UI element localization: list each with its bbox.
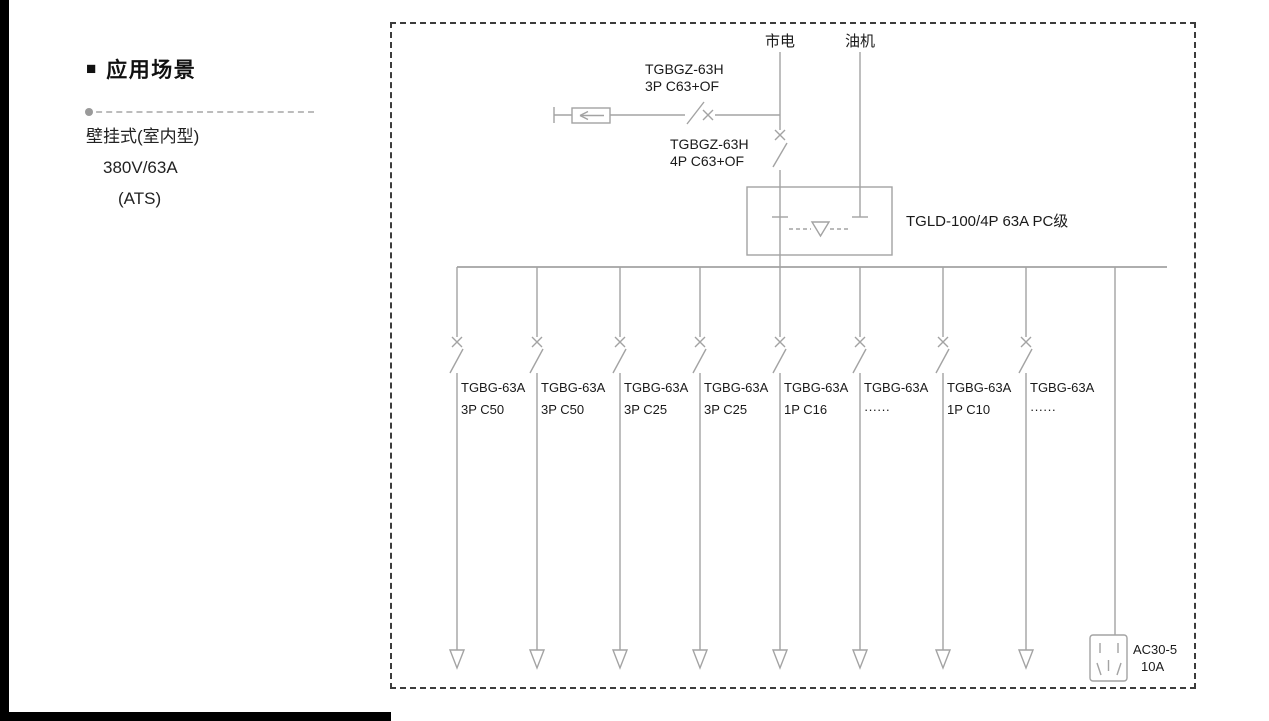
load-arrow-icon <box>528 649 546 670</box>
feeder-spec-label: 3P C50 <box>461 402 504 417</box>
load-arrow-icon <box>771 649 789 670</box>
feeder: TGBG-63A 1P C16 <box>771 267 849 670</box>
single-line-diagram: 市电 油机 TGBGZ-63H 3P C63+OF <box>448 33 1177 682</box>
divider-dot-icon <box>85 108 93 116</box>
load-arrow-icon <box>691 649 709 670</box>
feeder-spec-label: 1P C16 <box>784 402 827 417</box>
ats-switch: TGLD-100/4P 63A PC级 <box>746 186 1068 267</box>
feeder: TGBG-63A 3P C25 <box>691 267 769 670</box>
ats-box <box>746 186 893 256</box>
ats-interlock-icon <box>810 221 831 238</box>
socket-icon <box>1089 634 1128 682</box>
diagram-border: 市电 油机 TGBGZ-63H 3P C63+OF <box>390 22 1196 689</box>
spec-ats: (ATS) <box>118 189 162 208</box>
spec-voltage-rating: 380V/63A <box>103 158 178 177</box>
socket-model-label: AC30-5 <box>1133 642 1177 657</box>
feeder-breaker-contact-icon <box>937 336 949 348</box>
ats-label: TGLD-100/4P 63A PC级 <box>906 213 1068 230</box>
feeder-spec-label: 3P C25 <box>704 402 747 417</box>
feeder-model-label: TGBG-63A <box>541 380 606 395</box>
feeder: TGBG-63A 3P C50 <box>448 267 526 670</box>
section-marker-icon: ■ <box>86 59 97 78</box>
spd-branch: TGBGZ-63H 3P C63+OF <box>553 61 780 125</box>
breaker4p-spec-label: 4P C63+OF <box>670 153 744 169</box>
feeder-model-label: TGBG-63A <box>864 380 929 395</box>
feeder-breaker-contact-icon <box>1020 336 1032 348</box>
feeder-breaker-contact-icon <box>451 336 463 348</box>
spd-arrow-icon <box>579 110 589 121</box>
load-arrow-icon <box>448 649 466 670</box>
breaker3p-model-label: TGBGZ-63H <box>645 61 724 77</box>
feeder-model-label: TGBG-63A <box>461 380 526 395</box>
section-title: 应用场景 <box>106 59 197 82</box>
feeder-model-label: TGBG-63A <box>1030 380 1095 395</box>
feeder-breaker-blade-icon <box>772 348 787 374</box>
load-arrow-icon <box>851 649 869 670</box>
breaker3p-spec-label: 3P C63+OF <box>645 78 719 94</box>
feeder-spec-label: ······ <box>864 402 890 417</box>
dashed-divider <box>85 108 314 116</box>
socket-rating-label: 10A <box>1141 659 1164 674</box>
feeder-breaker-blade-icon <box>612 348 627 374</box>
incoming-4p-breaker: TGBGZ-63H 4P C63+OF <box>670 129 788 187</box>
feeder-model-label: TGBG-63A <box>947 380 1012 395</box>
feeder-breaker-contact-icon <box>854 336 866 348</box>
feeder-spec-label: 1P C10 <box>947 402 990 417</box>
feeder: TGBG-63A ······ <box>851 267 929 670</box>
feeder-breaker-blade-icon <box>935 348 950 374</box>
feeder-breaker-blade-icon <box>852 348 867 374</box>
feeder-breaker-blade-icon <box>692 348 707 374</box>
breaker4p-blade-icon <box>772 142 788 168</box>
breaker4p-contact-icon <box>774 129 786 141</box>
feeder-breaker-blade-icon <box>1018 348 1033 374</box>
page-edge-left <box>0 0 9 721</box>
generator-source-label: 油机 <box>845 33 875 50</box>
socket-feeder: AC30-5 10A <box>1089 267 1177 682</box>
left-panel: ■ 应用场景 壁挂式(室内型) 380V/63A (ATS) <box>85 54 318 209</box>
feeder-breaker-contact-icon <box>614 336 626 348</box>
breaker4p-model-label: TGBGZ-63H <box>670 136 749 152</box>
page-edge-bottom <box>0 712 391 721</box>
feeder-breaker-blade-icon <box>449 348 464 374</box>
feeder: TGBG-63A 3P C25 <box>611 267 689 670</box>
feeder: TGBG-63A 3P C50 <box>528 267 606 670</box>
section-heading: ■ 应用场景 <box>86 54 318 84</box>
mains-source-label: 市电 <box>765 33 795 50</box>
feeder-model-label: TGBG-63A <box>784 380 849 395</box>
breaker3p-contact-icon <box>702 109 714 121</box>
spec-mount-type: 壁挂式(室内型) <box>86 127 200 146</box>
load-arrow-icon <box>611 649 629 670</box>
breaker3p-blade-icon <box>686 101 705 125</box>
feeder-spec-label: ······ <box>1030 402 1056 417</box>
feeder-breaker-contact-icon <box>774 336 786 348</box>
feeder: TGBG-63A 1P C10 <box>934 267 1012 670</box>
feeder: TGBG-63A ······ <box>1017 267 1095 670</box>
feeder-breaker-blade-icon <box>529 348 544 374</box>
feeder-model-label: TGBG-63A <box>704 380 769 395</box>
feeder-spec-label: 3P C25 <box>624 402 667 417</box>
load-arrow-icon <box>934 649 952 670</box>
feeder-model-label: TGBG-63A <box>624 380 689 395</box>
feeder-spec-label: 3P C50 <box>541 402 584 417</box>
feeder-breaker-contact-icon <box>694 336 706 348</box>
load-arrow-icon <box>1017 649 1035 670</box>
feeder-breaker-contact-icon <box>531 336 543 348</box>
